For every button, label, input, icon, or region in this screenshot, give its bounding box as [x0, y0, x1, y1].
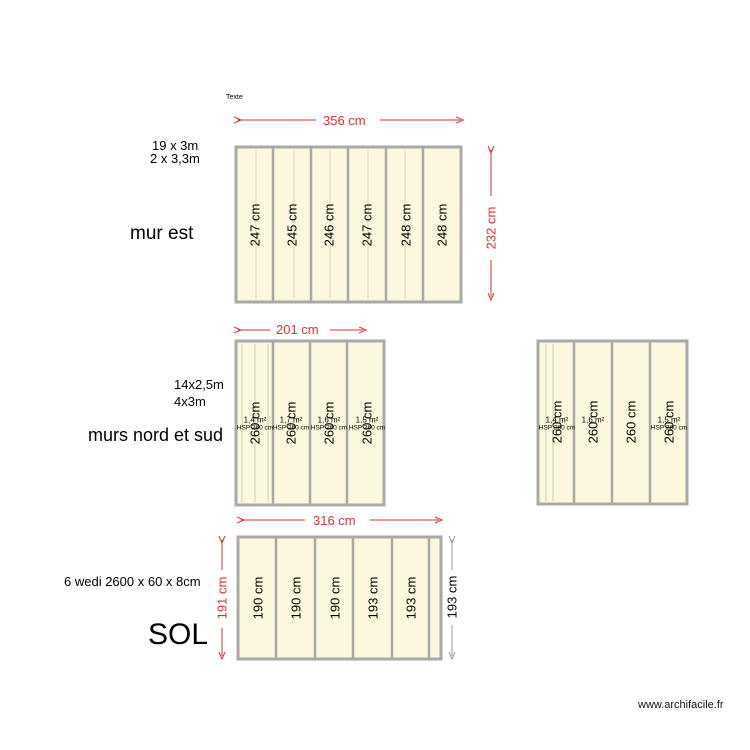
panel-sol-length: 190 cm	[250, 576, 266, 620]
panel-ns-left-area: 1,6 m²	[317, 415, 341, 425]
dim-est-height: 232 cm	[483, 206, 499, 250]
panel-est-length: 247 cm	[359, 203, 375, 247]
note-est-2: 2 x 3,3m	[150, 151, 200, 166]
note-sol: 6 wedi 2600 x 60 x 8cm	[64, 574, 201, 589]
panel-sol-length: 190 cm	[327, 576, 343, 620]
watermark: www.archifacile.fr	[638, 699, 724, 711]
murs-nord-sud-title: murs nord et sud	[88, 425, 224, 445]
panel-est-length: 246 cm	[321, 203, 337, 247]
sol-title: SOL	[148, 618, 209, 651]
panel-ns-left-hsp: HSP 260 cm	[348, 424, 386, 432]
panel-est-length: 248 cm	[434, 203, 450, 247]
dim-sol-height-right: 193 cm	[444, 575, 460, 619]
dim-sol-height-left: 191 cm	[214, 576, 230, 620]
sol-group	[222, 520, 452, 661]
dim-ns-width: 201 cm	[276, 322, 319, 337]
murs-ns-right-group	[536, 339, 689, 506]
panel-ns-right-area: 1,4 m²	[545, 415, 569, 425]
panel-ns-left-area: 1,7 m²	[279, 415, 303, 425]
panel-ns-left-hsp: HSP 260 cm	[272, 424, 310, 432]
panel-est-length: 248 cm	[398, 203, 414, 247]
panel-ns-right-length: 260 cm	[623, 400, 639, 444]
panel-ns-right-hsp: HSP 260 cm	[650, 424, 688, 432]
panel-sol-length: 193 cm	[365, 576, 381, 620]
note-ns-2: 4x3m	[174, 394, 206, 409]
panel-sol-length: 190 cm	[288, 576, 304, 620]
mur-est-group	[236, 120, 491, 304]
dim-est-width: 356 cm	[323, 113, 366, 128]
panel-ns-left-area: 1,4 m²	[243, 415, 267, 425]
note-est-1: 19 x 3m	[152, 138, 199, 153]
texte-label: Texte	[226, 94, 243, 101]
panel-est-length: 245 cm	[284, 203, 300, 247]
panel-ns-left-hsp: HSP 260 cm	[310, 424, 348, 432]
panel-ns-left-hsp: HSP 260 cm	[236, 424, 274, 432]
panel-ns-right-hsp: HSP 260 cm	[538, 424, 576, 432]
panel-ns-right-area: 1,6 m²	[581, 415, 605, 425]
mur-est-title: mur est	[130, 223, 194, 244]
panel-ns-left-area: 1,5 m²	[355, 415, 379, 425]
panel-ns-right-area: 1,5 m²	[657, 415, 681, 425]
panel-sol-length: 193 cm	[403, 576, 419, 620]
sol-outline[interactable]	[236, 535, 443, 661]
murs-ns-left-group	[236, 330, 386, 507]
panel-est-length: 247 cm	[247, 203, 263, 247]
dim-sol-width: 316 cm	[313, 513, 356, 528]
note-ns-1: 14x2,5m	[174, 377, 224, 392]
